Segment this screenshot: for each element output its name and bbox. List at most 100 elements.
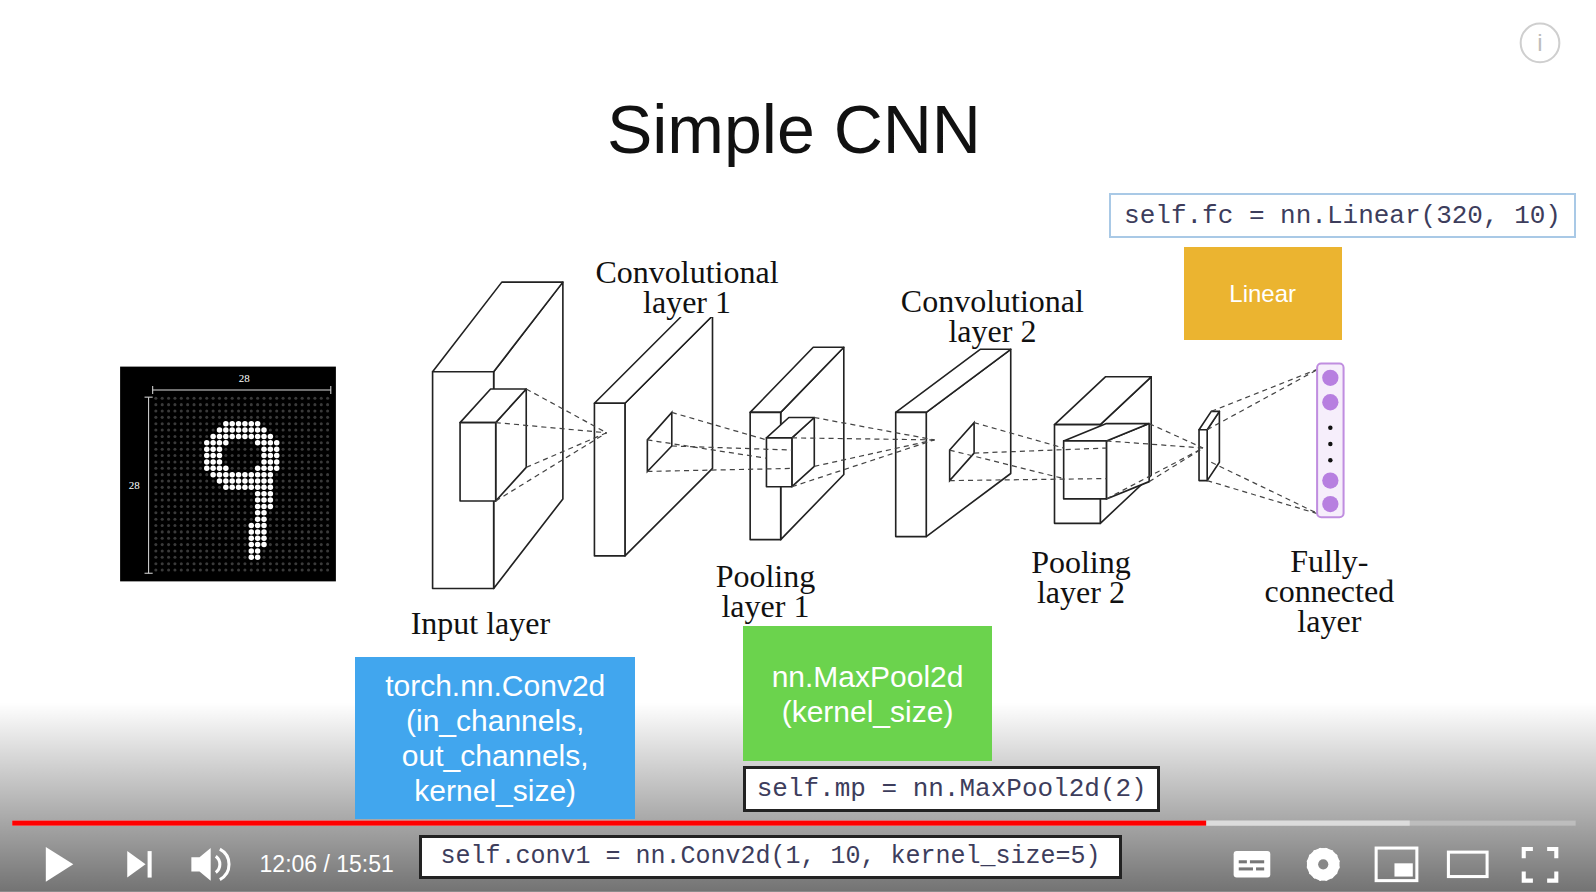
pixel-dot bbox=[212, 518, 215, 521]
pixel-dot bbox=[307, 530, 310, 533]
pixel-dot bbox=[229, 421, 234, 426]
pixel-dot bbox=[154, 486, 157, 489]
pixel-dot bbox=[313, 549, 316, 552]
pixel-dot bbox=[199, 422, 202, 425]
pixel-dot bbox=[255, 504, 260, 509]
pixel-dot bbox=[167, 409, 170, 412]
pixel-dot bbox=[205, 505, 208, 508]
pixel-dot bbox=[218, 543, 221, 546]
pixel-dot bbox=[193, 467, 196, 470]
pixel-dot bbox=[186, 460, 189, 463]
pixel-dot bbox=[243, 537, 246, 540]
pixel-dot bbox=[205, 486, 208, 489]
pixel-dot bbox=[212, 429, 215, 432]
pixel-dot bbox=[180, 473, 183, 476]
pixel-dot bbox=[237, 530, 240, 533]
pixel-dot bbox=[243, 467, 246, 470]
pixel-dot bbox=[231, 416, 234, 419]
pixel-dot bbox=[231, 409, 234, 412]
dashed-line bbox=[1106, 441, 1203, 448]
pixel-dot bbox=[205, 473, 208, 476]
pixel-dot bbox=[294, 505, 297, 508]
pixel-dot bbox=[301, 403, 304, 406]
pixel-dot bbox=[186, 473, 189, 476]
pixel-dot bbox=[161, 511, 164, 514]
pixel-dot bbox=[161, 479, 164, 482]
pixel-dot bbox=[326, 499, 329, 502]
pixel-dot bbox=[313, 467, 316, 470]
pixel-dot bbox=[167, 556, 170, 559]
pixel-dot bbox=[212, 403, 215, 406]
pixel-dot bbox=[236, 472, 241, 477]
pixel-dot bbox=[199, 518, 202, 521]
pixel-dot bbox=[320, 486, 323, 489]
pixel-dot bbox=[288, 467, 291, 470]
pixel-dot bbox=[212, 492, 215, 495]
pixel-dot bbox=[307, 416, 310, 419]
pixel-dot bbox=[204, 466, 209, 471]
pixel-dot bbox=[326, 448, 329, 451]
next-icon bbox=[127, 851, 145, 877]
dashed-line bbox=[814, 440, 934, 466]
pixel-dot bbox=[294, 441, 297, 444]
pixel-dot bbox=[180, 549, 183, 552]
pixel-dot bbox=[218, 492, 221, 495]
pixel-dot bbox=[262, 416, 265, 419]
pixel-dot bbox=[161, 543, 164, 546]
pixel-dot bbox=[294, 422, 297, 425]
pixel-dot bbox=[294, 473, 297, 476]
conv2-slab bbox=[896, 349, 1011, 536]
pixel-dot bbox=[288, 524, 291, 527]
pixel-dot bbox=[210, 472, 215, 477]
pixel-dot bbox=[161, 549, 164, 552]
pixel-dot bbox=[210, 440, 215, 445]
pixel-dot bbox=[154, 511, 157, 514]
pixel-dot bbox=[212, 562, 215, 565]
pixel-dot bbox=[261, 466, 266, 471]
fullscreen-icon bbox=[1524, 871, 1533, 880]
pixel-dot bbox=[275, 530, 278, 533]
pixel-dot bbox=[186, 524, 189, 527]
pixel-dot bbox=[173, 454, 176, 457]
pixel-dot bbox=[237, 441, 240, 444]
pixel-dot bbox=[262, 409, 265, 412]
pixel-dot bbox=[326, 556, 329, 559]
bracket-line bbox=[145, 397, 153, 398]
pixel-dot bbox=[212, 416, 215, 419]
pixel-dot bbox=[282, 422, 285, 425]
pixel-dot bbox=[313, 543, 316, 546]
pixel-dot bbox=[231, 556, 234, 559]
pixel-dot bbox=[199, 562, 202, 565]
pixel-dot bbox=[275, 473, 278, 476]
dimension-label: 28 bbox=[129, 479, 140, 492]
pixel-dot bbox=[326, 530, 329, 533]
pixel-dot bbox=[173, 524, 176, 527]
pixel-dot bbox=[193, 524, 196, 527]
pixel-dot bbox=[199, 409, 202, 412]
pixel-dot bbox=[275, 435, 278, 438]
pixel-dot bbox=[199, 569, 202, 572]
pixel-dot bbox=[193, 505, 196, 508]
pixel-dot bbox=[231, 397, 234, 400]
pixel-dot bbox=[261, 523, 266, 528]
pixel-dot bbox=[161, 397, 164, 400]
box-text: self.conv1 = nn.Conv2d(1, 10, kernel_siz… bbox=[440, 842, 1100, 872]
pixel-dot bbox=[231, 460, 234, 463]
subtitles-line bbox=[1239, 860, 1247, 863]
pixel-dot bbox=[269, 409, 272, 412]
pixel-dot bbox=[173, 530, 176, 533]
pixel-dot bbox=[269, 562, 272, 565]
bracket-line bbox=[148, 397, 149, 573]
pixel-dot bbox=[320, 556, 323, 559]
pixel-dot bbox=[173, 397, 176, 400]
pixel-dot bbox=[193, 435, 196, 438]
pixel-dot bbox=[307, 543, 310, 546]
pixel-dot bbox=[294, 511, 297, 514]
dashed-line bbox=[672, 412, 767, 439]
pixel-dot bbox=[167, 416, 170, 419]
pixel-dot bbox=[294, 397, 297, 400]
pixel-dot bbox=[218, 409, 221, 412]
pixel-dot bbox=[161, 518, 164, 521]
layer-name: Input layer bbox=[407, 608, 555, 638]
pixel-dot bbox=[180, 569, 183, 572]
